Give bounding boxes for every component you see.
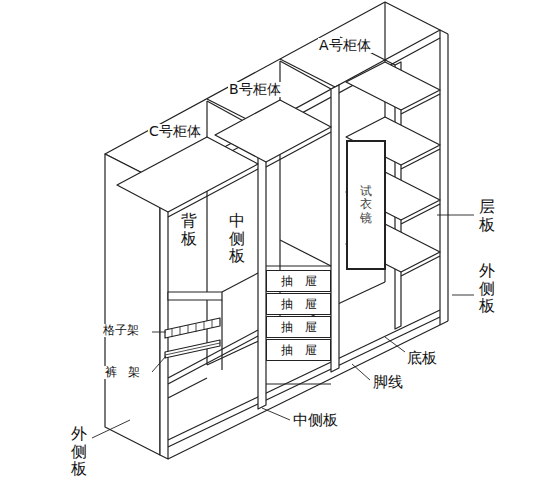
drawer-label: 抽屉	[281, 273, 329, 290]
drawer-front: 抽屉	[266, 316, 331, 338]
part-label: C号柜体	[148, 124, 202, 139]
part-label: 裤架	[104, 366, 152, 379]
part-label: B号柜体	[228, 82, 282, 97]
drawer-front: 抽屉	[266, 293, 331, 315]
part-label: 背板	[180, 212, 198, 247]
drawer-label: 抽屉	[281, 319, 329, 336]
mirror-label: 试衣镜	[360, 185, 372, 225]
drawer-label: 抽屉	[281, 342, 329, 359]
mirror-panel: 试衣镜	[346, 140, 386, 270]
drawer-front: 抽屉	[266, 270, 331, 292]
drawer-label: 抽屉	[281, 296, 329, 313]
part-label: 脚线	[372, 374, 404, 391]
drawer-front: 抽屉	[266, 339, 331, 361]
part-label: 中侧板	[228, 212, 246, 265]
part-label: 层板	[478, 198, 496, 233]
part-label: A号柜体	[318, 38, 372, 53]
part-label: 格子架	[102, 324, 140, 337]
part-label: 外侧板	[478, 262, 496, 315]
part-label: 底板	[406, 350, 438, 367]
part-label: 中侧板	[292, 412, 339, 429]
part-label: 外侧板	[70, 425, 88, 478]
